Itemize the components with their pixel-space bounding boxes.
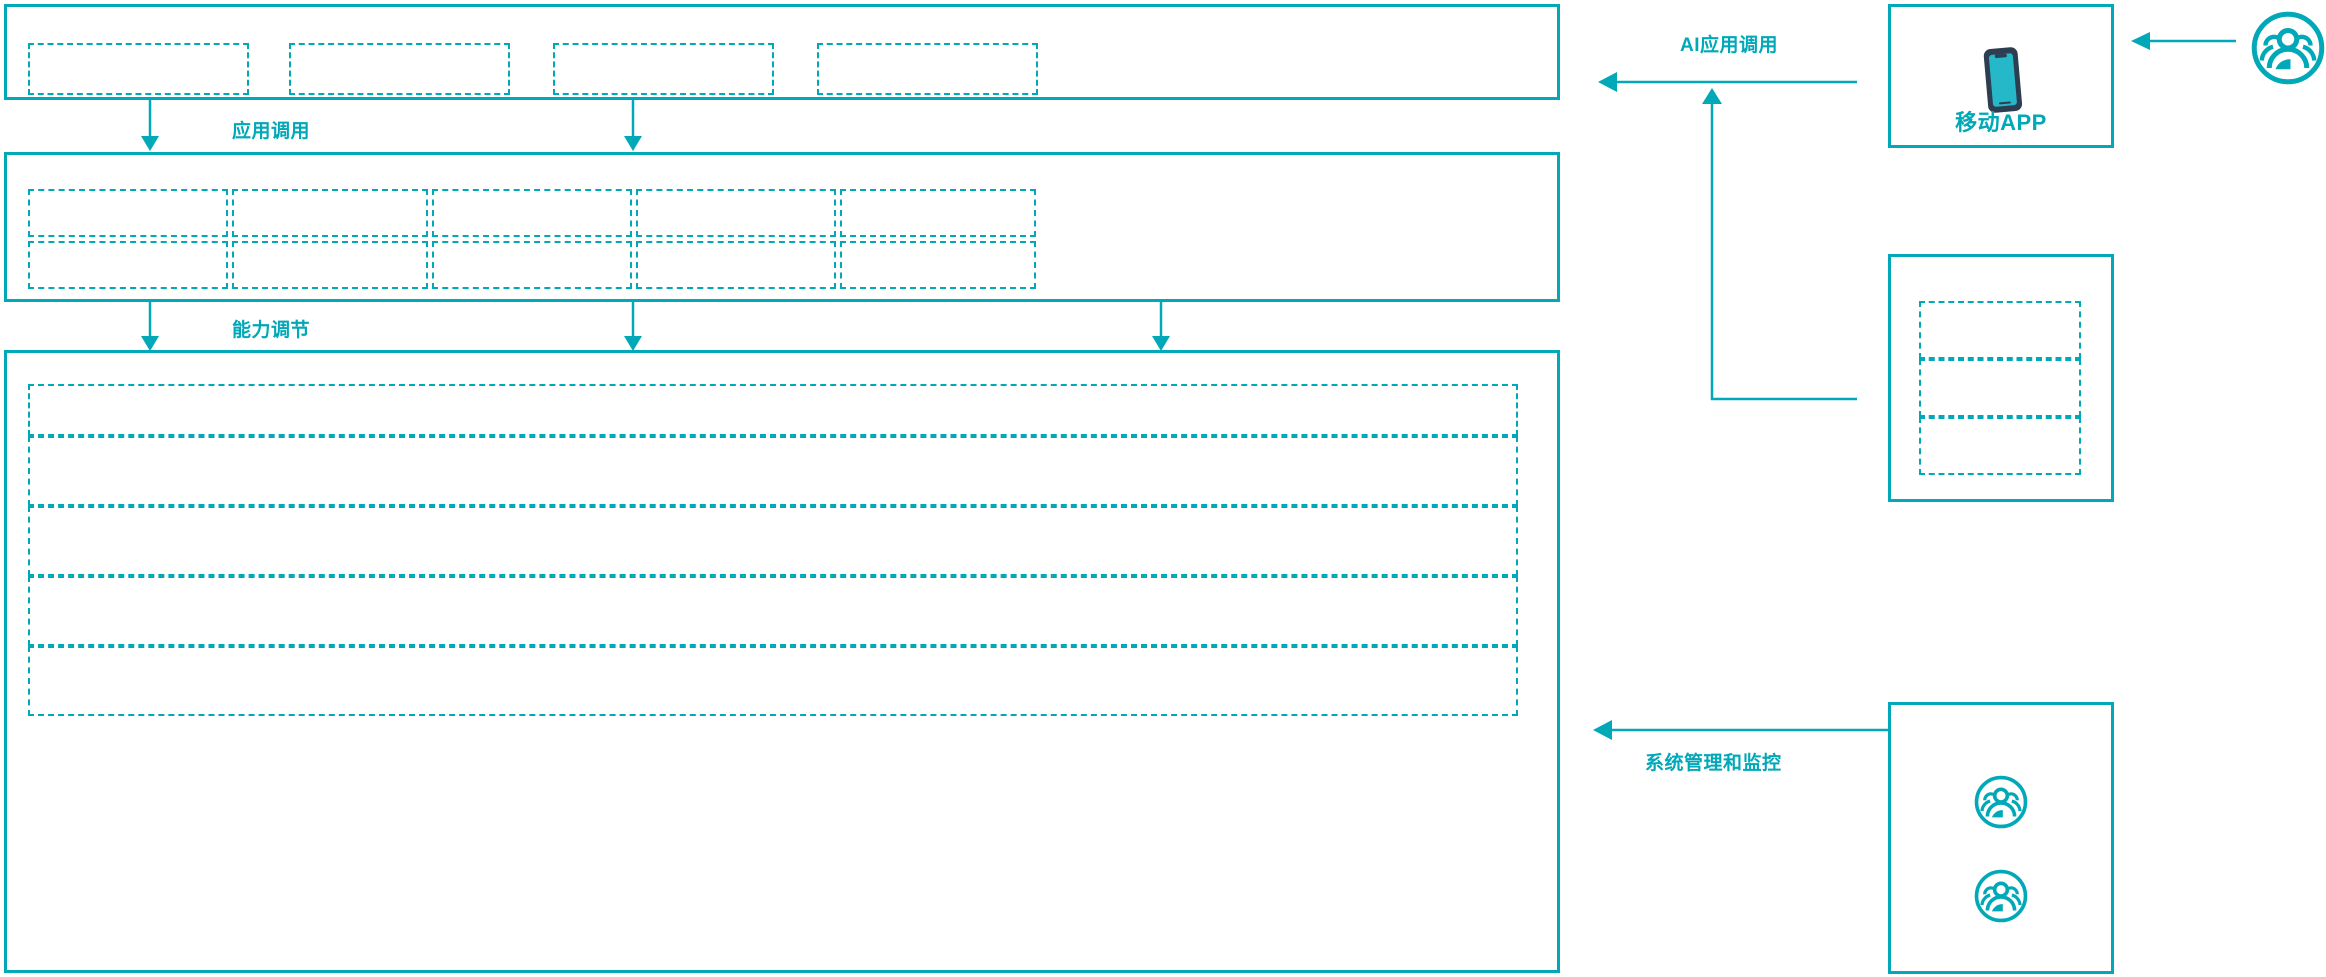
capability-cell-r2-c5[interactable] bbox=[840, 241, 1036, 289]
capability-cell-r1-c4[interactable] bbox=[636, 189, 836, 237]
capability-cell-r2-c2[interactable] bbox=[232, 241, 428, 289]
capability-cell-r2-c4[interactable] bbox=[636, 241, 836, 289]
capability-cell-r1-c1[interactable] bbox=[28, 189, 228, 237]
capability-adjust-label: 能力调节 bbox=[232, 320, 311, 341]
application-cell-4[interactable] bbox=[817, 43, 1038, 95]
capability-cell-r2-c1[interactable] bbox=[28, 241, 228, 289]
mobile-app-label: 移动APP bbox=[1955, 110, 2047, 135]
platform-row-4[interactable] bbox=[28, 576, 1518, 646]
user-group-icon bbox=[1974, 775, 2028, 829]
application-cell-2[interactable] bbox=[289, 43, 510, 95]
system-manage-monitor-label: 系统管理和监控 bbox=[1645, 753, 1782, 774]
platform-row-3[interactable] bbox=[28, 506, 1518, 576]
capability-adjust-arrow-2 bbox=[624, 302, 642, 351]
capability-adjust-arrow-3 bbox=[1152, 302, 1170, 351]
app-invoke-arrow-2 bbox=[624, 100, 642, 151]
application-layer-panel bbox=[4, 4, 1560, 100]
capability-cell-r1-c2[interactable] bbox=[232, 189, 428, 237]
module-panel bbox=[1888, 254, 2114, 502]
module-cell-1[interactable] bbox=[1919, 301, 2081, 359]
capability-layer-panel bbox=[4, 152, 1560, 302]
external-user-arrow bbox=[2131, 32, 2236, 50]
platform-layer-panel bbox=[4, 350, 1560, 973]
capability-adjust-arrow-1 bbox=[141, 302, 159, 351]
system-manage-monitor-arrow bbox=[1593, 720, 1888, 740]
platform-row-5[interactable] bbox=[28, 646, 1518, 716]
platform-row-2[interactable] bbox=[28, 436, 1518, 506]
ai-app-invoke-connector bbox=[1598, 72, 1857, 401]
application-cell-1[interactable] bbox=[28, 43, 249, 95]
user-group-icon bbox=[1974, 869, 2028, 923]
smartphone-icon bbox=[1983, 47, 2023, 113]
app-invoke-arrow-1 bbox=[141, 100, 159, 151]
application-cell-3[interactable] bbox=[553, 43, 774, 95]
capability-cell-r1-c5[interactable] bbox=[840, 189, 1036, 237]
platform-row-1[interactable] bbox=[28, 384, 1518, 436]
user-group-icon bbox=[2251, 11, 2325, 85]
capability-cell-r1-c3[interactable] bbox=[432, 189, 632, 237]
app-invoke-label: 应用调用 bbox=[232, 121, 311, 142]
users-panel bbox=[1888, 702, 2114, 974]
capability-cell-r2-c3[interactable] bbox=[432, 241, 632, 289]
module-cell-3[interactable] bbox=[1919, 417, 2081, 475]
ai-app-invoke-label: AI应用调用 bbox=[1680, 35, 1779, 56]
module-cell-2[interactable] bbox=[1919, 359, 2081, 417]
mobile-app-panel: 移动APP bbox=[1888, 4, 2114, 148]
